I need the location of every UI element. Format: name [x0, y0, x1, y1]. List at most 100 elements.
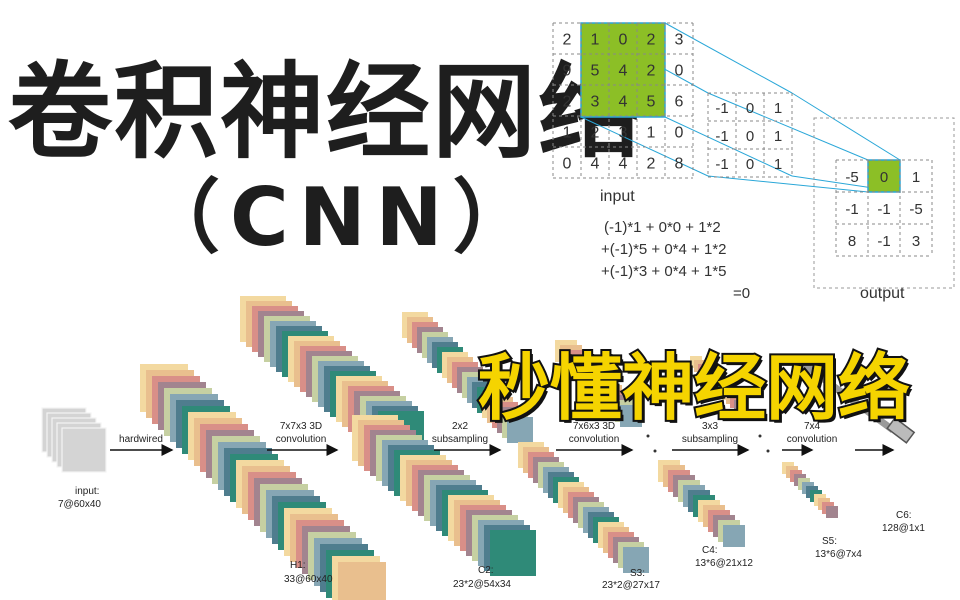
s5-stack-bottom — [782, 462, 838, 518]
op-label-line1: 7x7x3 3D — [280, 421, 322, 432]
subtitle: （CNN） — [140, 171, 543, 264]
layer-label: C2: — [478, 565, 494, 576]
feature-map — [620, 405, 642, 427]
input-cell: 2 — [563, 32, 572, 49]
calc-line: +(-1)*3 + 0*4 + 1*5 — [601, 263, 727, 280]
layer-dims: 13*6@7x4 — [815, 549, 862, 560]
input-cell: 2 — [647, 156, 656, 173]
output-cell: -5 — [909, 201, 922, 218]
c2-stack-bottom — [352, 415, 536, 576]
feature-map — [507, 417, 533, 443]
kernel-matrix: -1 0 1 -1 0 1 -1 0 1 — [707, 92, 793, 178]
output-cell: -1 — [845, 201, 858, 218]
feature-map — [826, 506, 838, 518]
kernel-cell: -1 — [715, 100, 728, 117]
kernel-cell: -1 — [715, 156, 728, 173]
op-label-line2: convolution — [276, 434, 327, 445]
input-cell: 0 — [619, 32, 628, 49]
input-cell: 5 — [591, 63, 600, 80]
layer-dims: 33@60x40 — [284, 574, 333, 585]
feature-map — [623, 547, 649, 573]
feature-map — [723, 525, 745, 547]
input-cell: 5 — [647, 94, 656, 111]
layer-label: C6: — [896, 510, 912, 521]
input-stack — [41, 407, 107, 473]
input-cell: 1 — [647, 125, 656, 142]
input-cell: 8 — [675, 156, 684, 173]
layer-label: H1: — [290, 560, 306, 571]
layer-label: C4: — [702, 545, 718, 556]
input-cell: 6 — [675, 94, 684, 111]
ellipsis-dots — [646, 434, 770, 453]
layer-label: S3: — [630, 568, 645, 579]
input-cell: 2 — [591, 125, 600, 142]
input-cell: 9 — [563, 63, 572, 80]
output-cell: 1 — [912, 169, 920, 186]
feature-map — [734, 400, 746, 412]
input-cell: 3 — [675, 32, 684, 49]
input-cell: 1 — [563, 125, 572, 142]
layer-dims: 13*6@21x12 — [695, 558, 753, 569]
input-cell: 1 — [591, 32, 600, 49]
op-label-line2: subsampling — [682, 434, 738, 445]
input-cell: 4 — [619, 94, 628, 111]
kernel-cell: -1 — [715, 128, 728, 145]
output-cell: 8 — [848, 233, 856, 250]
layer-dims: 7@60x40 — [58, 499, 101, 510]
magnifier-icon — [792, 355, 916, 444]
input-cell: 3 — [619, 125, 628, 142]
promo-badge: 秒懂神经网络 — [476, 346, 912, 430]
op-label-line2: convolution — [569, 434, 620, 445]
output-matrix: -5 0 1 -1 -1 -5 8 -1 3 — [813, 117, 955, 289]
calc-line: (-1)*1 + 0*0 + 1*2 — [604, 219, 721, 236]
c4-stack-bottom — [658, 460, 745, 547]
kernel-cell: 1 — [774, 128, 782, 145]
output-cell: 3 — [912, 233, 920, 250]
output-cell: -1 — [877, 201, 890, 218]
op-label-line1: 7x6x3 3D — [573, 421, 615, 432]
input-cell: 4 — [591, 156, 600, 173]
s3-stack-top — [402, 312, 533, 443]
op-label-line2: convolution — [787, 434, 838, 445]
feature-map — [338, 562, 386, 600]
input-cell: 0 — [563, 156, 572, 173]
s5-stack-top — [690, 356, 746, 412]
calculation-text: (-1)*1 + 0*0 + 1*2 +(-1)*5 + 0*4 + 1*2 +(-… — [601, 219, 750, 302]
calc-line: +(-1)*5 + 0*4 + 1*2 — [601, 241, 727, 258]
output-cell: 0 — [880, 169, 888, 186]
layer-label: S5: — [822, 536, 837, 547]
kernel-cell: 0 — [746, 156, 754, 173]
input-cell: 2 — [647, 32, 656, 49]
layer-dims: 23*2@27x17 — [602, 580, 660, 591]
layer-dims: 23*2@54x34 — [453, 579, 511, 590]
input-cell: 2 — [647, 63, 656, 80]
op-label-line1: 2x2 — [452, 421, 469, 432]
c4-stack-top — [555, 340, 642, 427]
input-cell: 4 — [619, 63, 628, 80]
output-frame — [813, 117, 955, 289]
h1-stack — [140, 364, 386, 600]
kernel-cell: 0 — [746, 100, 754, 117]
layer-label: input: — [75, 486, 99, 497]
output-cell: -1 — [877, 233, 890, 250]
input-cell: 4 — [619, 156, 628, 173]
input-cell: 2 — [563, 94, 572, 111]
kernel-cell: 0 — [746, 128, 754, 145]
output-label: output — [860, 285, 905, 302]
op-label-line1: 3x3 — [702, 421, 719, 432]
feature-map — [490, 530, 536, 576]
op-label-line2: subsampling — [432, 434, 488, 445]
op-label-line1: 7x4 — [804, 421, 821, 432]
feature-map — [61, 427, 107, 473]
output-cell: -5 — [845, 169, 858, 186]
input-cell: 0 — [675, 125, 684, 142]
layer-dims: 128@1x1 — [882, 523, 925, 534]
kernel-cell: 1 — [774, 156, 782, 173]
output-cell-highlight — [867, 159, 901, 193]
kernel-cell: 1 — [774, 100, 782, 117]
input-cell: 3 — [591, 94, 600, 111]
receptive-field-highlight — [580, 22, 666, 118]
